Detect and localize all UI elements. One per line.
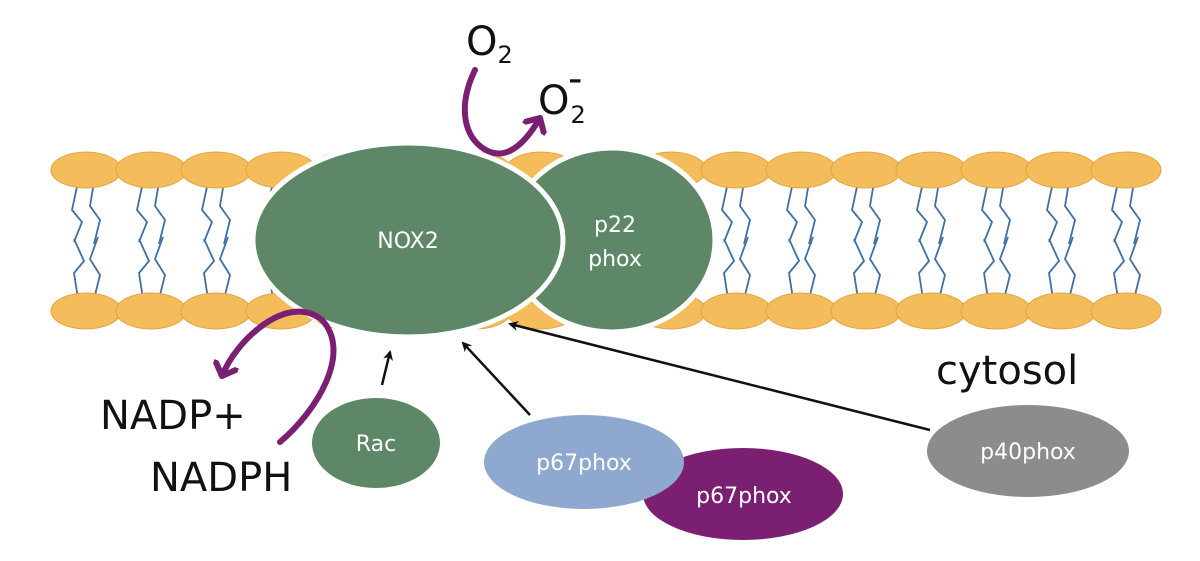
lipid-tail — [851, 181, 864, 243]
lipid-head — [1025, 292, 1097, 330]
lipid-tail — [73, 238, 86, 300]
lipid-head — [960, 292, 1032, 330]
lipid-tail — [804, 181, 816, 245]
nadp-label: NADP+ — [100, 393, 246, 439]
p67phox-dark-subunit — [643, 448, 843, 540]
superoxide-charge: - — [568, 56, 582, 102]
lipid-tail — [71, 181, 84, 243]
oxygen-label: O2 — [466, 19, 513, 69]
lipid-tail — [1048, 238, 1061, 300]
lipid-head — [1090, 151, 1162, 189]
lipid-tail — [853, 238, 866, 300]
lipid-tail — [1064, 181, 1076, 245]
lipid-tail — [1129, 181, 1141, 245]
lipid-head — [830, 292, 902, 330]
p40phox-subunit — [927, 405, 1129, 497]
lipid-tail — [983, 238, 996, 300]
lipid-tail — [154, 236, 166, 300]
p67phox-arrow — [461, 341, 531, 416]
lipid-tail — [869, 181, 881, 245]
lipid-tail — [934, 181, 946, 245]
lipid-head — [895, 151, 967, 189]
lipid-tail — [721, 181, 734, 243]
lipid-head — [115, 151, 187, 189]
lipid-tail — [981, 181, 994, 243]
nox2-label: NOX2 — [377, 229, 438, 254]
rac-subunit — [312, 398, 440, 488]
lipid-tail — [916, 181, 929, 243]
p40phox-arrow — [508, 321, 931, 432]
lipid-tail — [89, 236, 101, 300]
rac-label: Rac — [356, 432, 396, 457]
lipid-tail — [739, 181, 751, 245]
lipid-tail — [1113, 238, 1126, 300]
lipid-head — [50, 292, 122, 330]
lipid-head — [115, 292, 187, 330]
lipid-tail — [219, 181, 231, 245]
lipid-tail — [788, 238, 801, 300]
superoxide-subscript: 2 — [570, 101, 585, 129]
p40phox-label: p40phox — [980, 440, 1076, 465]
lipid-head — [765, 151, 837, 189]
lipid-tail — [723, 238, 736, 300]
lipid-tail — [918, 238, 931, 300]
p22phox-label-line2: phox — [588, 247, 642, 272]
lipid-tail — [1111, 181, 1124, 243]
lipid-head — [830, 151, 902, 189]
lipid-tail — [1129, 236, 1141, 300]
lipid-head — [50, 151, 122, 189]
nadph-arrow — [222, 308, 337, 445]
lipid-head — [765, 292, 837, 330]
lipid-tail — [934, 236, 946, 300]
lipid-tail — [786, 181, 799, 243]
lipid-tail — [804, 236, 816, 300]
lipid-tail — [136, 181, 149, 243]
lipid-tail — [203, 238, 216, 300]
lipid-tail — [999, 181, 1011, 245]
lipid-tail — [154, 181, 166, 245]
p67phox-dark-label: p67phox — [696, 484, 792, 509]
nadph-label: NADPH — [150, 455, 292, 501]
lipid-head — [1090, 292, 1162, 330]
superoxide-label: O2 — [538, 78, 586, 129]
lipid-tail — [999, 236, 1011, 300]
lipid-head — [700, 151, 772, 189]
oxygen-subscript: 2 — [497, 41, 512, 69]
lipid-tail — [201, 181, 214, 243]
p67phox-light-label: p67phox — [536, 451, 632, 476]
cytosol-label: cytosol — [936, 348, 1078, 394]
lipid-head — [960, 151, 1032, 189]
lipid-tail — [1064, 236, 1076, 300]
lipid-tail — [138, 238, 151, 300]
lipid-head — [180, 151, 252, 189]
superoxide-arrow — [461, 67, 540, 157]
lipid-head — [700, 292, 772, 330]
lipid-tail — [869, 236, 881, 300]
lipid-head — [895, 292, 967, 330]
superoxide-symbol: O — [538, 78, 569, 124]
p22phox-label-line1: p22 — [594, 213, 636, 238]
lipid-tail — [89, 181, 101, 245]
p67phox-light-subunit — [484, 415, 684, 509]
lipid-tail — [739, 236, 751, 300]
oxygen-symbol: O — [466, 19, 497, 65]
rac-arrow — [380, 350, 393, 386]
nox2-subunit — [250, 140, 566, 340]
lipid-tail — [219, 236, 231, 300]
lipid-head — [1025, 151, 1097, 189]
lipid-head — [180, 292, 252, 330]
lipid-tail — [1046, 181, 1059, 243]
